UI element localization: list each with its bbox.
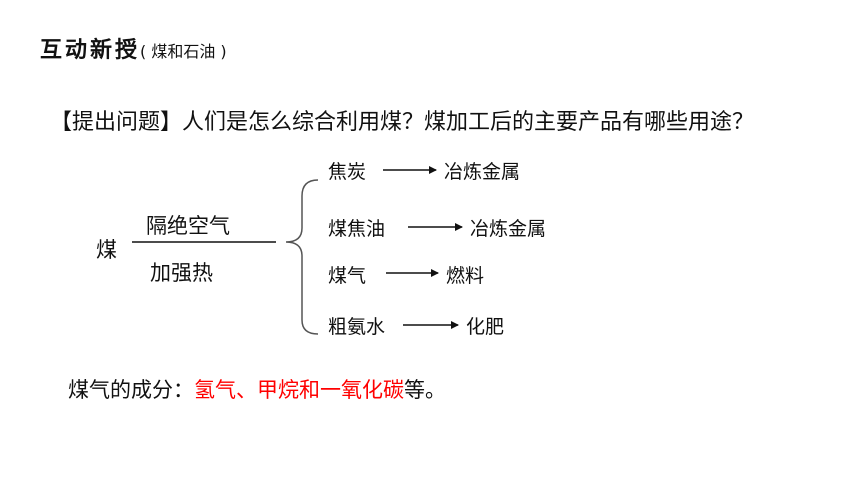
product-coal-tar: 煤焦油 [328,218,386,240]
title-subtitle: ( 煤和石油 ) [140,42,227,61]
question-text: 【提出问题】人们是怎么综合利用煤？煤加工后的主要产品有哪些用途？ [50,110,755,135]
product-ammonia-water: 粗氨水 [328,316,386,338]
coal-gas-composition: 煤气的成分：氢气、甲烷和一氧化碳等。 [68,374,446,404]
condition-isolate-air: 隔绝空气 [146,214,230,238]
composition-prefix: 煤气的成分： [68,378,194,402]
use-coal-gas: 燃料 [446,265,485,287]
composition-highlight: 氢气、甲烷和一氧化碳 [194,378,404,402]
title-main: 互动新授 [40,38,141,63]
source-coal: 煤 [96,238,117,262]
product-coke: 焦炭 [328,161,367,183]
products-brace [285,179,319,335]
use-coke: 冶炼金属 [444,161,521,183]
product-coal-gas: 煤气 [328,265,367,287]
use-coal-tar: 冶炼金属 [470,218,547,240]
condition-strong-heat: 加强热 [150,261,213,285]
composition-suffix: 等。 [404,378,446,402]
page-title: 互动新授( 煤和石油 ) [40,32,227,64]
use-ammonia-water: 化肥 [466,316,505,338]
